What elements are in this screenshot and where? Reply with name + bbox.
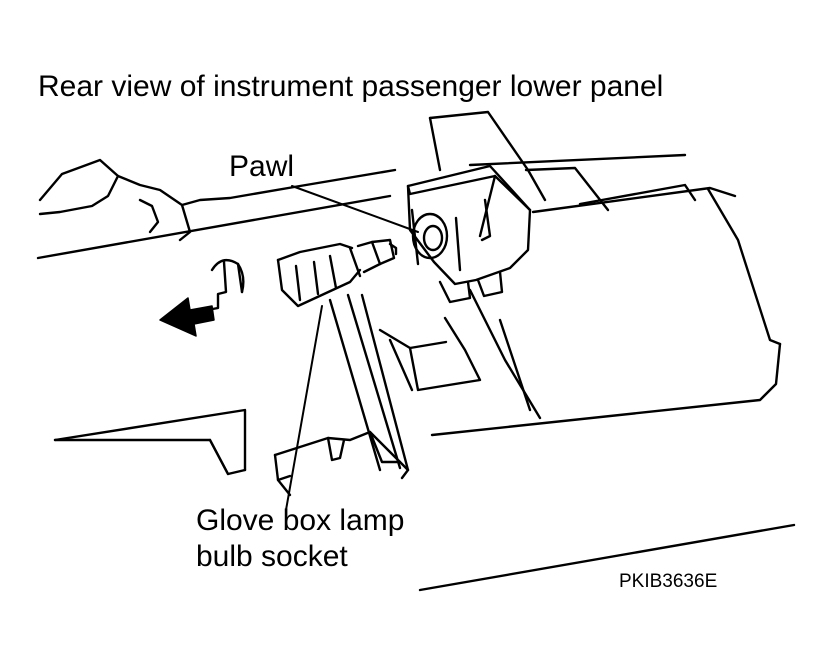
- figure-code: PKIB3636E: [619, 571, 718, 592]
- removal-arrow: [194, 258, 245, 314]
- bulb-socket-leader-line: [285, 305, 323, 511]
- clip-slot: [378, 316, 482, 392]
- upper-dash-panel: [36, 158, 397, 260]
- lower-panel: [53, 293, 796, 592]
- diagram-title: Rear view of instrument passenger lower …: [38, 70, 664, 103]
- bulb-socket-callout-line1: Glove box lamp: [196, 504, 405, 537]
- background-surfaces: [428, 110, 782, 437]
- bulb-socket-callout-line2: bulb socket: [196, 540, 348, 573]
- lamp-housing: [406, 164, 532, 304]
- arrow-head-icon: [159, 297, 215, 337]
- pawl-callout: Pawl: [229, 150, 295, 183]
- pawl-leader-line: [291, 185, 419, 233]
- bulb-socket: [276, 238, 398, 308]
